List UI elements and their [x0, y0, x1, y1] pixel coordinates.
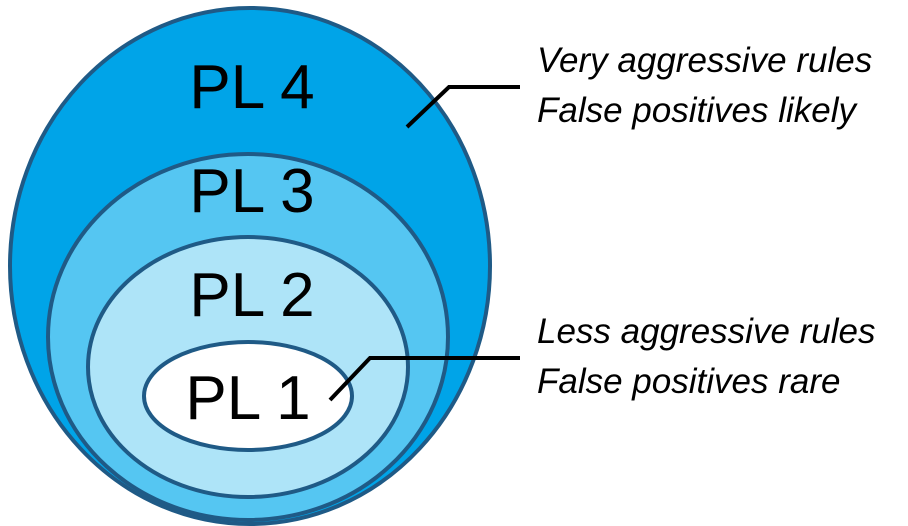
leader-line-bottom — [328, 356, 520, 402]
level-label-pl3: PL 3 — [189, 157, 314, 226]
level-label-pl4: PL 4 — [189, 53, 314, 122]
level-label-pl1: PL 1 — [185, 364, 310, 433]
ring-pl1 — [142, 340, 354, 452]
leader-line-top — [405, 85, 520, 129]
level-label-pl2: PL 2 — [189, 261, 314, 330]
annotation-top-line2: False positives likely — [537, 91, 858, 130]
annotation-bottom-line1: Less aggressive rules — [537, 312, 876, 351]
annotation-bottom-line2: False positives rare — [537, 362, 840, 401]
annotation-top-line1: Very aggressive rules — [537, 41, 872, 80]
